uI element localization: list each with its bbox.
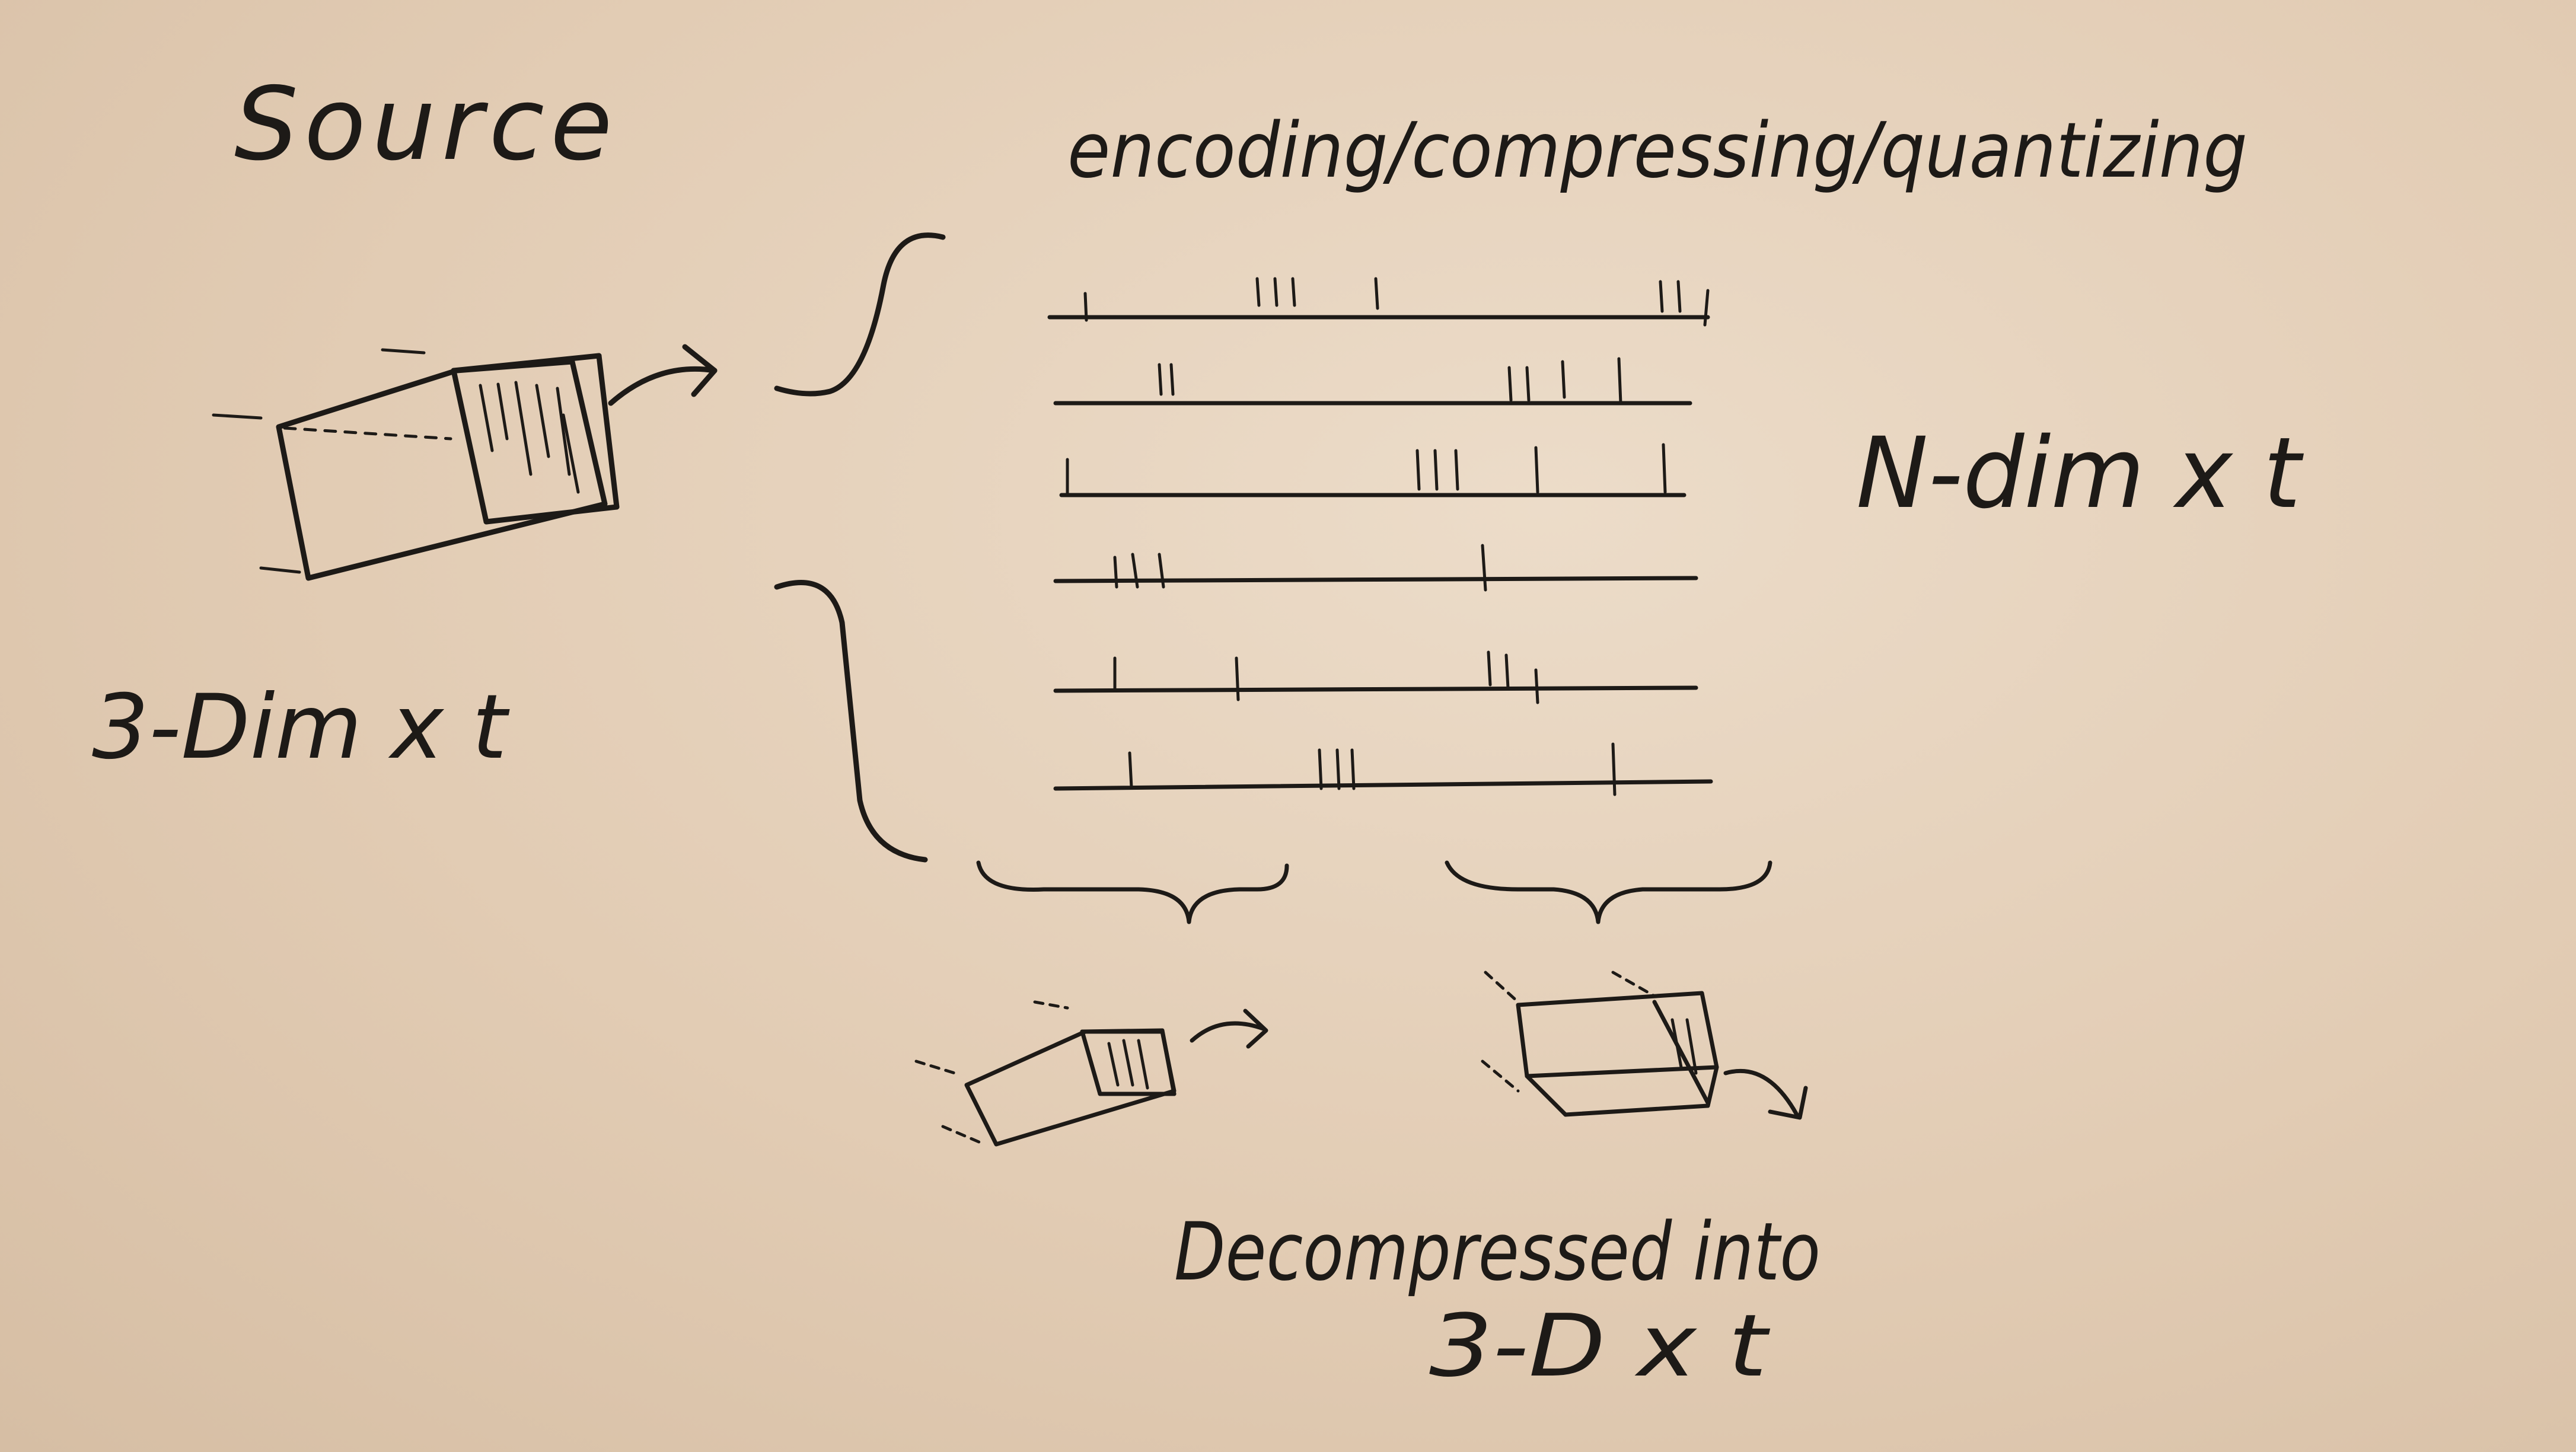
decompressed-box-left-icon: [914, 1000, 1177, 1147]
source-arrow-icon: [608, 344, 718, 406]
bottom-brace-right-icon: [1445, 860, 1772, 924]
upper-curly-brace-icon: [774, 232, 946, 397]
encoded-lines: [1047, 315, 1713, 791]
decompressed-label-line2: 3-D x t: [1429, 1296, 1771, 1396]
decompressed-arrow-left-icon: [1190, 1009, 1268, 1049]
encoded-line-5: [1053, 685, 1698, 693]
left-bracket-icon: [774, 580, 928, 863]
source-dims-label: 3-Dim x t: [92, 676, 510, 779]
encoded-dims-label: N-dim x t: [1856, 416, 2304, 530]
source-label: Source: [234, 66, 619, 183]
spike-marks: [1066, 277, 1710, 796]
encoded-line-6: [1053, 779, 1713, 791]
bottom-brace-left-icon: [976, 860, 1289, 924]
encoded-line-4: [1053, 576, 1698, 583]
decompressed-label-line1: Decompressed into: [1174, 1205, 1821, 1298]
encoding-label: encoding/compressing/quantizing: [1067, 107, 2247, 195]
decompressed-arrow-right-icon: [1723, 1068, 1808, 1120]
source-box-icon: [212, 348, 620, 581]
decompressed-box-right-icon: [1481, 971, 1719, 1117]
